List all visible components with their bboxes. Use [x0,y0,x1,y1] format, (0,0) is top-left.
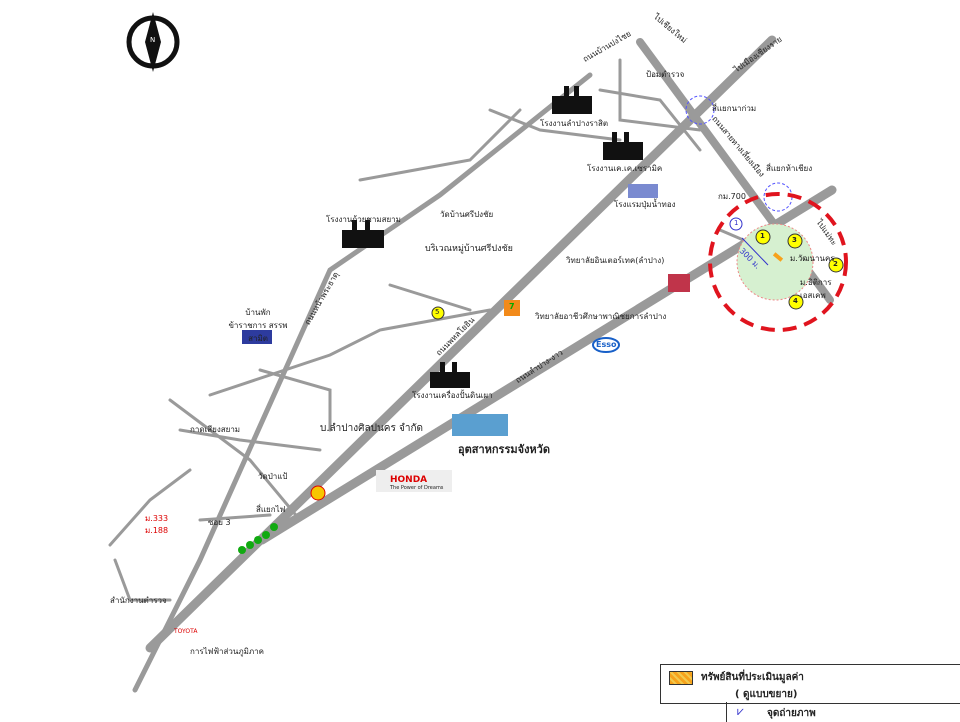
temple-label: วัดป่าแป้ [258,472,288,481]
factory-label: โรงงานเค.เค.เซรามิค [587,164,663,173]
legend-photo-row: ⩗ จุดถ่ายภาพ [726,702,960,722]
asset-swatch-icon [669,671,693,685]
house-project-icon [242,330,272,344]
company-label: บ.ลำปางศิลปนคร จำกัด [320,423,424,434]
industry-icon [452,414,508,436]
point-4: 4 [793,297,798,305]
factory-label: โรงงานเครื่องปั้นดินเผา [412,391,493,400]
traffic-label: สี่แยกไฟ [256,505,286,514]
village-label: บริเวณหมู่บ้านศรีปงชัย [425,244,513,254]
seven-eleven-logo [504,300,520,316]
junction-circle-2 [763,182,793,212]
junction-circle-1 [685,95,715,125]
industry-label: อุตสาหกรรมจังหวัด [458,443,551,456]
road-phahonyothin [257,185,837,545]
junction1-label: สี่แยกนาก่วม [712,104,757,113]
legend-asset-sub: ( ดูแบบขยาย) [735,689,798,700]
site-label: ม.ธิติการ เอสเคพ [800,278,832,300]
soi-label: ซอย 3 [208,518,231,527]
esso-logo [592,337,620,353]
road-main-highway [145,35,777,653]
honda-text: HONDA [390,475,428,485]
compass-label: N [150,36,156,44]
point-3: 3 [792,236,797,244]
traffic-lights [238,523,278,554]
legend-photo: จุดถ่ายภาพ [767,708,816,719]
marker-label: ม.188 [145,526,169,535]
esso-text: Esso [596,340,617,349]
site-highlight-circle [708,192,848,332]
temple-label: วัดบ้านศรีปงชัย [440,210,494,219]
roads [108,35,837,693]
seven-eleven-text: 7 [509,302,515,311]
legend: ทรัพย์สินที่ประเมินมูลค่า ( ดูแบบขยาย) [660,664,960,704]
camera-view-icon: ⩗ [737,704,744,718]
asset-marker [772,252,784,262]
honda-logo [376,470,452,492]
college-label: วิทยาลัยอาชีวศึกษาพาณิชยการลำปาง [535,312,667,321]
hotel-label: โรงแรมปุ่มน้ำทอง [614,200,676,209]
photo-point-icon [729,217,743,231]
hotel-icon [628,184,658,198]
nissan-logo [668,274,690,292]
compass-icon [126,12,180,72]
police-label: ป้อมตำรวจ [646,70,685,79]
honda-sub: The Power of Dreams [390,485,444,491]
factory-icons [342,86,643,388]
marker-label: ม.333 [145,514,169,523]
factory-label: โรงงานถ้วยชามสยาม [326,215,401,224]
junction2-label: สี่แยกห้าเชียง [766,164,813,173]
point-1: 1 [760,232,765,240]
police-station-label: สำนักงานตำรวจ [110,596,167,605]
marker-number: 5 [435,308,440,316]
distance-line [741,237,769,266]
site-label: ม.วัฒนานคร [790,254,835,263]
point-markers [755,229,844,310]
market-label: กาดเสียงสยาม [190,425,241,434]
house-project-label: บ้านพักข้าราชการ สรรพสามิต [228,308,288,343]
point-2: 2 [833,260,838,268]
legend-asset: ทรัพย์สินที่ประเมินมูลค่า [701,672,804,683]
photo-point-number: 1 [734,219,739,227]
factory-label: โรงงานลำปางราสิต [540,119,609,128]
toyota-logo: TOYOTA [174,628,198,635]
km-label: กม.700 [718,192,746,201]
college-label: วิทยาลัยอินเตอร์เทค(ลำปาง) [566,256,665,265]
shell-logo [310,485,326,501]
electric-label: การไฟฟ้าส่วนภูมิภาค [190,647,264,656]
